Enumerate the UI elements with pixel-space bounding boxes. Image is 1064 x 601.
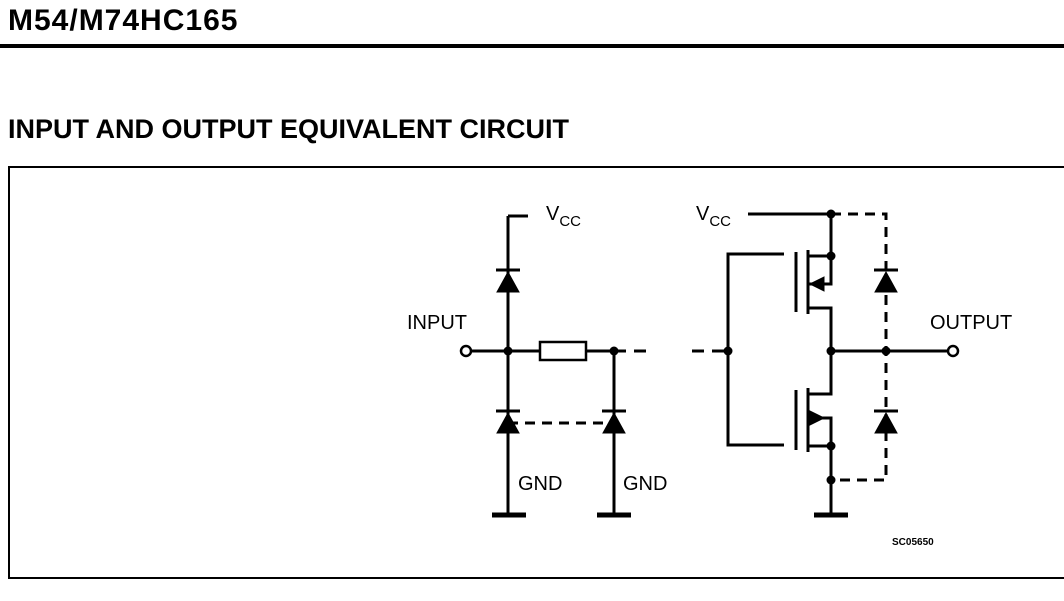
input-resistor — [538, 340, 588, 362]
output-dashed-clamp — [831, 212, 888, 482]
output-terminal — [946, 344, 960, 358]
pmos-source — [808, 214, 833, 258]
output-junctions — [723, 209, 891, 485]
section-title: INPUT AND OUTPUT EQUIVALENT CIRCUIT — [8, 114, 569, 144]
gate-loop — [726, 252, 784, 447]
output-label: OUTPUT — [930, 312, 1012, 334]
output-diodes — [874, 268, 898, 434]
input-diodes — [496, 268, 626, 434]
input-label: INPUT — [407, 312, 467, 334]
circuit-figure-frame — [8, 166, 1064, 579]
input-junctions — [503, 346, 619, 356]
pmos-drain — [808, 306, 833, 351]
page-title: M54/M74HC165 — [8, 4, 239, 37]
nmos-drain — [808, 351, 833, 396]
vcc-label-output: VCC — [696, 203, 731, 230]
figure-code: SC05650 — [892, 537, 934, 548]
title-rule — [0, 44, 1064, 48]
output-circuit — [726, 212, 948, 518]
transistor-arrows — [808, 276, 826, 426]
gnd-label-2: GND — [623, 473, 667, 495]
gnd-label-1: GND — [518, 473, 562, 495]
input-circuit — [471, 214, 728, 518]
vcc-label-input: VCC — [546, 203, 581, 230]
input-terminal — [459, 344, 473, 358]
